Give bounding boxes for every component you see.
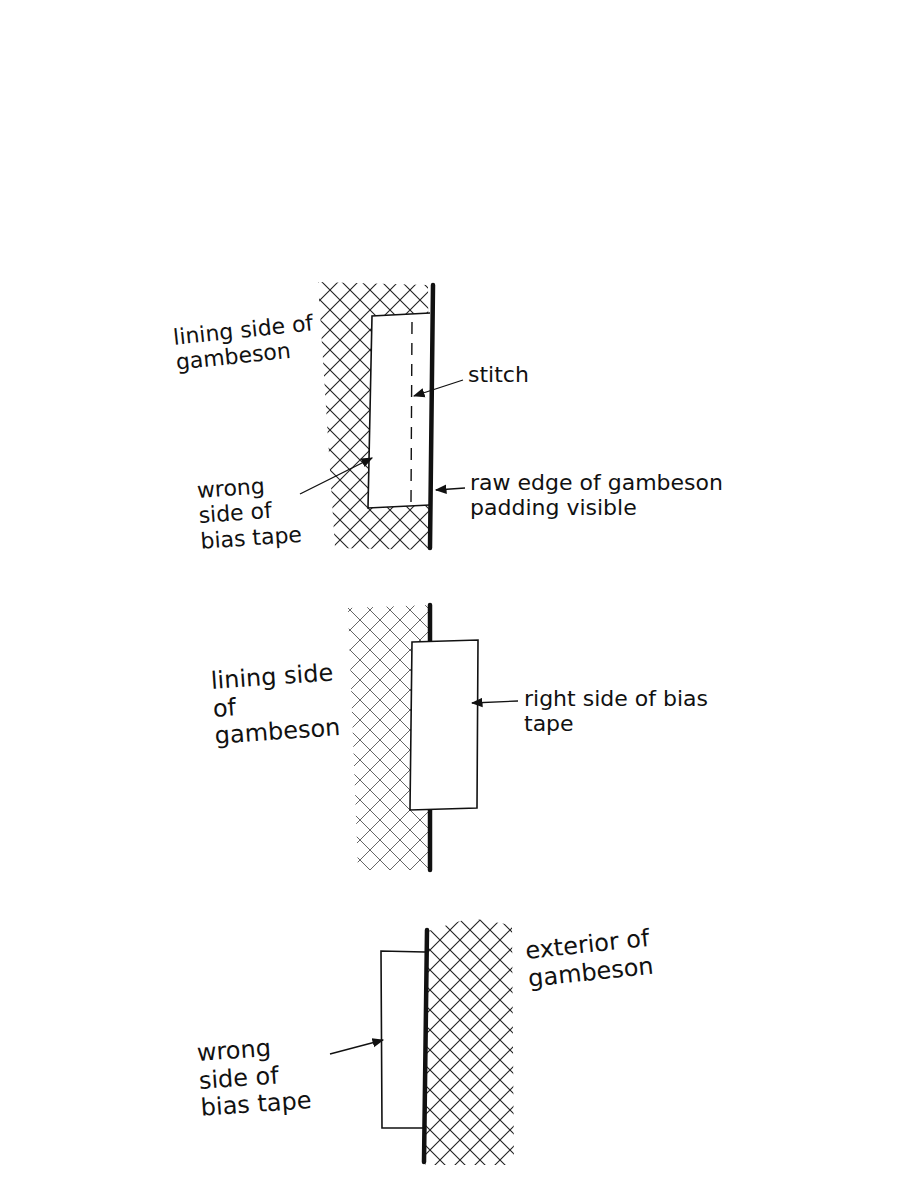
bias-tape xyxy=(368,313,430,508)
label-text: exterior of gambeson xyxy=(524,924,659,992)
label-text: raw edge of gambeson padding visible xyxy=(470,470,730,521)
raw-edge xyxy=(424,930,427,1162)
leader-line xyxy=(414,380,463,396)
label-text: lining side of gambeson xyxy=(172,310,319,375)
panel-two xyxy=(348,605,518,870)
leader-line xyxy=(472,701,518,703)
label-text: wrong side of bias tape xyxy=(196,471,305,554)
leader-line xyxy=(300,458,372,494)
bias-tape xyxy=(410,640,478,810)
gambeson-lining xyxy=(318,282,430,550)
stitch-line xyxy=(411,322,412,503)
leader-line xyxy=(436,488,465,490)
label-text: right side of bias tape xyxy=(524,686,744,737)
label-text: stitch xyxy=(468,362,578,387)
leader-line xyxy=(330,1040,383,1054)
panel-three xyxy=(330,918,514,1165)
label-text: wrong side of bias tape xyxy=(196,1031,329,1123)
bias-tape xyxy=(381,951,425,1128)
raw-edge xyxy=(430,285,433,548)
gambeson-exterior xyxy=(425,918,514,1165)
panel-one xyxy=(300,282,465,550)
label-text: lining side of gambeson xyxy=(210,659,345,751)
